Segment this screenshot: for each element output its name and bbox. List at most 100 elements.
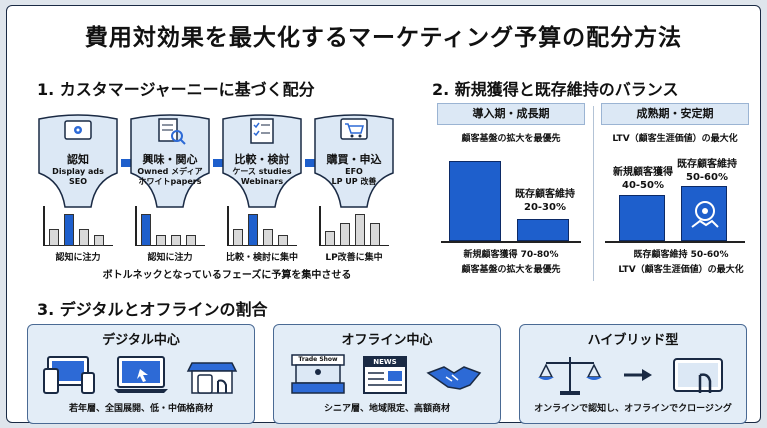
- mini-chart-bar: [171, 235, 181, 246]
- mini-chart-bar: [79, 229, 89, 246]
- mature-new-label: 新規顧客獲得 40-50%: [613, 167, 673, 191]
- trade-show-booth-icon: [291, 354, 345, 394]
- handshake-gear-icon: [691, 201, 719, 228]
- chart-y-axis: [135, 206, 137, 246]
- mini-chart-bar: [186, 235, 196, 246]
- mini-chart-bar: [355, 214, 365, 246]
- offline-icons: [291, 354, 482, 394]
- bar-growth-new: [449, 161, 501, 241]
- funnel-shape: [314, 114, 394, 208]
- section2-title: 2. 新規獲得と既存維持のバランス: [432, 80, 679, 99]
- shopping-cart-icon: [340, 118, 368, 140]
- mini-chart-bar: [156, 235, 166, 246]
- panel-growth-head: 導入期・成長期: [437, 103, 585, 125]
- checklist-icon: [250, 118, 274, 144]
- mobile-shop-icon: [186, 362, 238, 394]
- devices-icon: [43, 356, 95, 394]
- card-digital-title: デジタル中心: [102, 333, 180, 348]
- card-hybrid: ハイブリッド型 オンラインで認知し、オフラインでクロージング: [519, 324, 747, 424]
- document-search-icon: [158, 118, 186, 145]
- stage-name: 購買・申込: [326, 153, 382, 166]
- mature-baseline: [605, 241, 745, 243]
- bottleneck-note: ボトルネックとなっているフェーズに予算を集中させる: [102, 270, 352, 281]
- browser-icon: [64, 120, 92, 140]
- panel-mature-bottom-note: LTV（顧客生涯価値）の最大化: [618, 265, 744, 275]
- funnel-shape: [222, 114, 302, 208]
- stage-channels: EFO LP UP 改善: [331, 167, 377, 186]
- chart-x-axis: [227, 244, 297, 246]
- arrow-right-icon: [624, 369, 652, 381]
- chart-y-axis: [43, 206, 45, 246]
- funnel-shape: [130, 114, 210, 208]
- stage-mini-chart-1: [43, 206, 113, 246]
- panel-growth-bottom-note: 顧客基盤の拡大を最優先: [461, 265, 561, 275]
- infographic-page: 費用対効果を最大化するマーケティング予算の配分方法 1. カスタマージャーニーに…: [6, 5, 761, 424]
- chart-x-axis: [43, 244, 113, 246]
- newspaper-icon: [363, 356, 407, 394]
- stage-mini-chart-4: [319, 206, 389, 246]
- chart-y-axis: [227, 206, 229, 246]
- stage-chart-label: 比較・検討に集中: [225, 253, 298, 263]
- stage-chart-label: 認知に注力: [147, 253, 193, 263]
- card-hybrid-foot: オンラインで認知し、オフラインでクロージング: [534, 404, 732, 414]
- mini-chart-bar: [340, 223, 350, 246]
- stage-channels: ケース studies Webinars: [232, 167, 292, 186]
- panel-mature-head: 成熟期・安定期: [601, 103, 749, 125]
- mini-chart-bar: [64, 214, 74, 246]
- card-offline-foot: シニア層、地域限定、高額商材: [323, 404, 450, 414]
- funnel-shape: [38, 114, 118, 208]
- growth-new-label: 新規顧客獲得 70-80%: [463, 250, 559, 260]
- mini-chart-bar: [370, 223, 380, 246]
- mini-chart-bar: [278, 235, 288, 246]
- mini-chart-bar: [325, 231, 335, 246]
- growth-retain-label: 既存顧客維持 20-30%: [515, 189, 575, 213]
- mini-chart-bar: [94, 235, 104, 246]
- stage-name: 興味・関心: [142, 153, 198, 166]
- handshake-icon: [426, 366, 482, 390]
- news-label: NEWS: [373, 358, 397, 366]
- card-offline: オフライン中心 Trade Show NEWS シニア層: [273, 324, 501, 424]
- card-offline-title: オフライン中心: [341, 333, 433, 348]
- panel-divider: [593, 106, 594, 281]
- stage-chart-label: LP改善に集中: [325, 253, 383, 263]
- chart-y-axis: [319, 206, 321, 246]
- mini-chart-bar: [141, 214, 151, 246]
- chart-x-axis: [135, 244, 205, 246]
- laptop-icon: [114, 356, 168, 393]
- stage-name: 比較・検討: [234, 153, 290, 166]
- chart-x-axis: [319, 244, 389, 246]
- stage-mini-chart-3: [227, 206, 297, 246]
- stage-channels: Owned メディア ホワイトpapers: [137, 167, 203, 186]
- bar-mature-new: [619, 195, 665, 241]
- panel-mature-top-note: LTV（顧客生涯価値）の最大化: [612, 134, 738, 144]
- section3-title: 3. デジタルとオフラインの割合: [37, 300, 268, 319]
- panel-growth-top-note: 顧客基盤の拡大を最優先: [461, 134, 561, 144]
- mini-chart-bar: [248, 214, 258, 246]
- stage-name: 認知: [67, 153, 89, 166]
- mature-bottom-label: 既存顧客維持 50-60%: [633, 250, 729, 260]
- digital-icons: [43, 356, 238, 394]
- card-digital: デジタル中心 若年層、全国展開、低・中価格商材: [27, 324, 255, 424]
- bar-mature-retain: [681, 186, 727, 241]
- tablet-touch-icon: [673, 358, 723, 393]
- balance-scale-icon: [538, 357, 602, 395]
- stage-chart-label: 認知に注力: [55, 253, 101, 263]
- card-hybrid-title: ハイブリッド型: [587, 333, 679, 348]
- growth-baseline: [441, 241, 581, 243]
- mini-chart-bar: [263, 229, 273, 246]
- stage-channels: Display ads SEO: [52, 167, 104, 186]
- bar-growth-retain: [517, 219, 569, 241]
- stage-funnel-3: 比較・検討ケース studies Webinars: [219, 111, 305, 209]
- hybrid-icons: [538, 357, 723, 395]
- mini-chart-bar: [233, 229, 243, 246]
- section1-title: 1. カスタマージャーニーに基づく配分: [37, 80, 315, 99]
- stage-mini-chart-2: [135, 206, 205, 246]
- mature-retain-label: 既存顧客維持 50-60%: [677, 159, 737, 183]
- card-digital-foot: 若年層、全国展開、低・中価格商材: [68, 404, 213, 414]
- mini-chart-bar: [49, 229, 59, 246]
- page-title: 費用対効果を最大化するマーケティング予算の配分方法: [84, 25, 683, 51]
- booth-label: Trade Show: [298, 356, 338, 363]
